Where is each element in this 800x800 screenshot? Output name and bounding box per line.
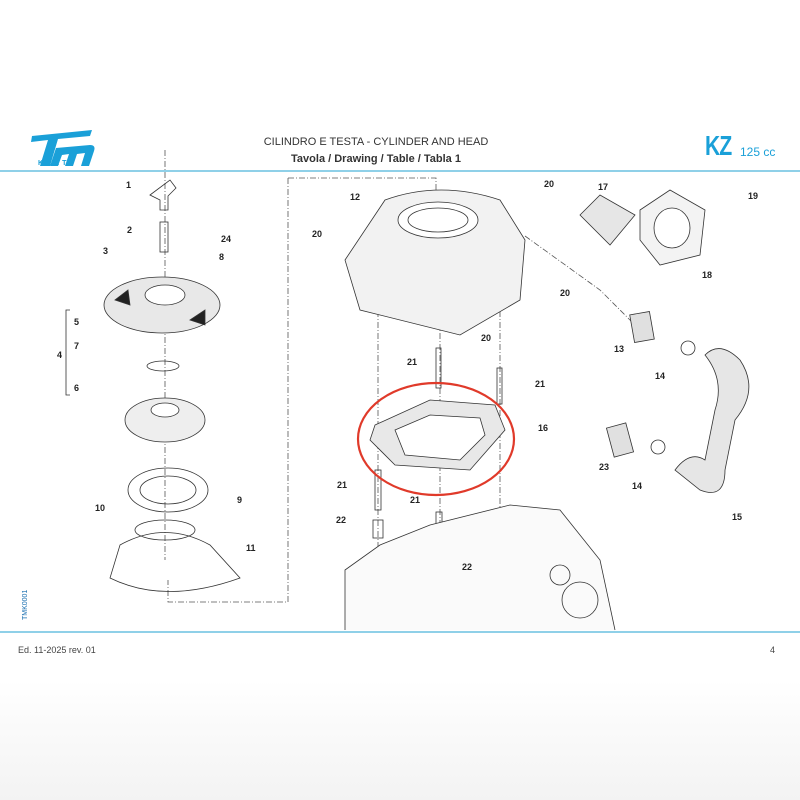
footer-divider	[0, 631, 800, 633]
drawing-code: TMK0001	[22, 589, 29, 620]
page-number: 4	[770, 645, 776, 655]
page-title: CILINDRO E TESTA - CYLINDER AND HEAD	[263, 136, 489, 148]
callout-24: 24	[221, 234, 231, 244]
header-divider	[0, 170, 800, 172]
edition-label: Ed. 11-2025 rev. 01	[18, 645, 96, 655]
callout-22: 22	[462, 562, 472, 572]
callout-20: 20	[312, 229, 322, 239]
callout-3: 3	[103, 246, 108, 256]
callout-13: 13	[614, 344, 624, 354]
callout-5: 5	[74, 317, 79, 327]
callout-20: 20	[481, 333, 491, 343]
callout-2: 2	[127, 225, 132, 235]
callout-14: 14	[655, 371, 665, 381]
callout-21: 21	[410, 495, 420, 505]
callout-8: 8	[219, 252, 224, 262]
callout-20: 20	[560, 288, 570, 298]
callout-19: 19	[748, 191, 758, 201]
callout-15: 15	[732, 512, 742, 522]
logo-subtext: KART	[38, 160, 70, 167]
highlight-circle	[356, 381, 516, 497]
callout-20: 20	[544, 179, 554, 189]
callout-7: 7	[74, 341, 79, 351]
callout-11: 11	[246, 543, 256, 553]
callout-21: 21	[407, 357, 417, 367]
callout-6: 6	[74, 383, 79, 393]
callout-21: 21	[337, 480, 347, 490]
callout-17: 17	[598, 182, 608, 192]
callout-16: 16	[538, 423, 548, 433]
callout-18: 18	[702, 270, 712, 280]
model-name: KZ	[705, 130, 732, 161]
page-bottom-background	[0, 680, 800, 800]
callout-21: 21	[535, 379, 545, 389]
callout-10: 10	[95, 503, 105, 513]
callout-12: 12	[350, 192, 360, 202]
callout-14: 14	[632, 481, 642, 491]
callout-9: 9	[237, 495, 242, 505]
tm-logo	[31, 130, 95, 166]
callout-4: 4	[57, 350, 62, 360]
callout-22: 22	[336, 515, 346, 525]
model-displacement: 125 cc	[740, 145, 776, 159]
page-subtitle: Tavola / Drawing / Table / Tabla 1	[291, 153, 461, 165]
callout-23: 23	[599, 462, 609, 472]
callout-1: 1	[126, 180, 131, 190]
